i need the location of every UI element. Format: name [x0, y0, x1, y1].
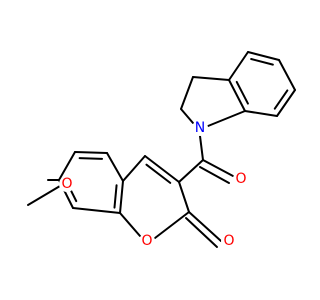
ring-oxygen-label: O: [141, 233, 152, 249]
bond-benzene-indoline-double: [235, 80, 249, 105]
amide-oxygen-label: O: [235, 171, 246, 187]
molecule-diagram: N O O O O: [27, 51, 296, 249]
bond-benzene-indoline-double: [250, 58, 274, 66]
bond-benzo-double: [78, 157, 104, 160]
bond-benzene-indoline: [276, 89, 296, 117]
bond-c2-o-exo: [188, 211, 222, 242]
bond-c4a-c4: [122, 155, 146, 182]
bond-benzene-indoline-double: [273, 89, 289, 110]
lactone-carbonyl-oxygen-mask: [221, 233, 237, 249]
methoxy-oxygen-label: O: [61, 176, 72, 192]
bond-benzene-indoline: [244, 110, 278, 117]
bond-benzo: [106, 152, 124, 182]
bond-benzo: [74, 151, 108, 154]
bond-indoline-ch2: [180, 76, 194, 110]
bond-indoline-ch2: [192, 76, 230, 81]
bond-carbonyl-c3: [178, 159, 204, 183]
bond-benzene-indoline: [278, 59, 296, 91]
bond-layer: [27, 51, 296, 248]
bond-c2-ring-o: [154, 211, 190, 239]
bond-benzene-indoline: [228, 51, 249, 81]
indoline-nitrogen-label: N: [195, 120, 205, 136]
bond-indoline-n-ar: [207, 110, 246, 127]
bond-methoxy-ch3: [27, 185, 61, 206]
bond-carbonyl-o-double: [199, 166, 230, 184]
amide-oxygen-mask: [233, 171, 249, 187]
atom-label-layer: N O O O O: [59, 120, 249, 249]
bond-benzene-indoline: [247, 51, 280, 61]
bond-benzo: [58, 151, 76, 181]
bond-c4-c3: [144, 155, 180, 183]
bond-benzene-indoline: [228, 79, 246, 112]
indoline-nitrogen-mask: [192, 120, 208, 136]
methoxy-oxygen-mask: [59, 176, 75, 192]
bond-carbonyl-o: [202, 159, 234, 177]
bond-indoline-ch2-n: [180, 108, 194, 124]
lactone-carbonyl-oxygen-label: O: [223, 233, 234, 249]
bond-benzo-double: [113, 184, 118, 209]
bond-ring-o-c8a: [119, 212, 141, 237]
bond-benzo: [72, 207, 121, 214]
bond-n-carbonyl: [199, 135, 204, 161]
bond-c8a-c4a: [119, 180, 124, 214]
ring-oxygen-mask: [139, 233, 155, 249]
bond-c2-o-exo-double: [185, 217, 218, 248]
bond-c4-c3-double: [145, 163, 172, 184]
bond-c3-c2: [178, 181, 190, 213]
